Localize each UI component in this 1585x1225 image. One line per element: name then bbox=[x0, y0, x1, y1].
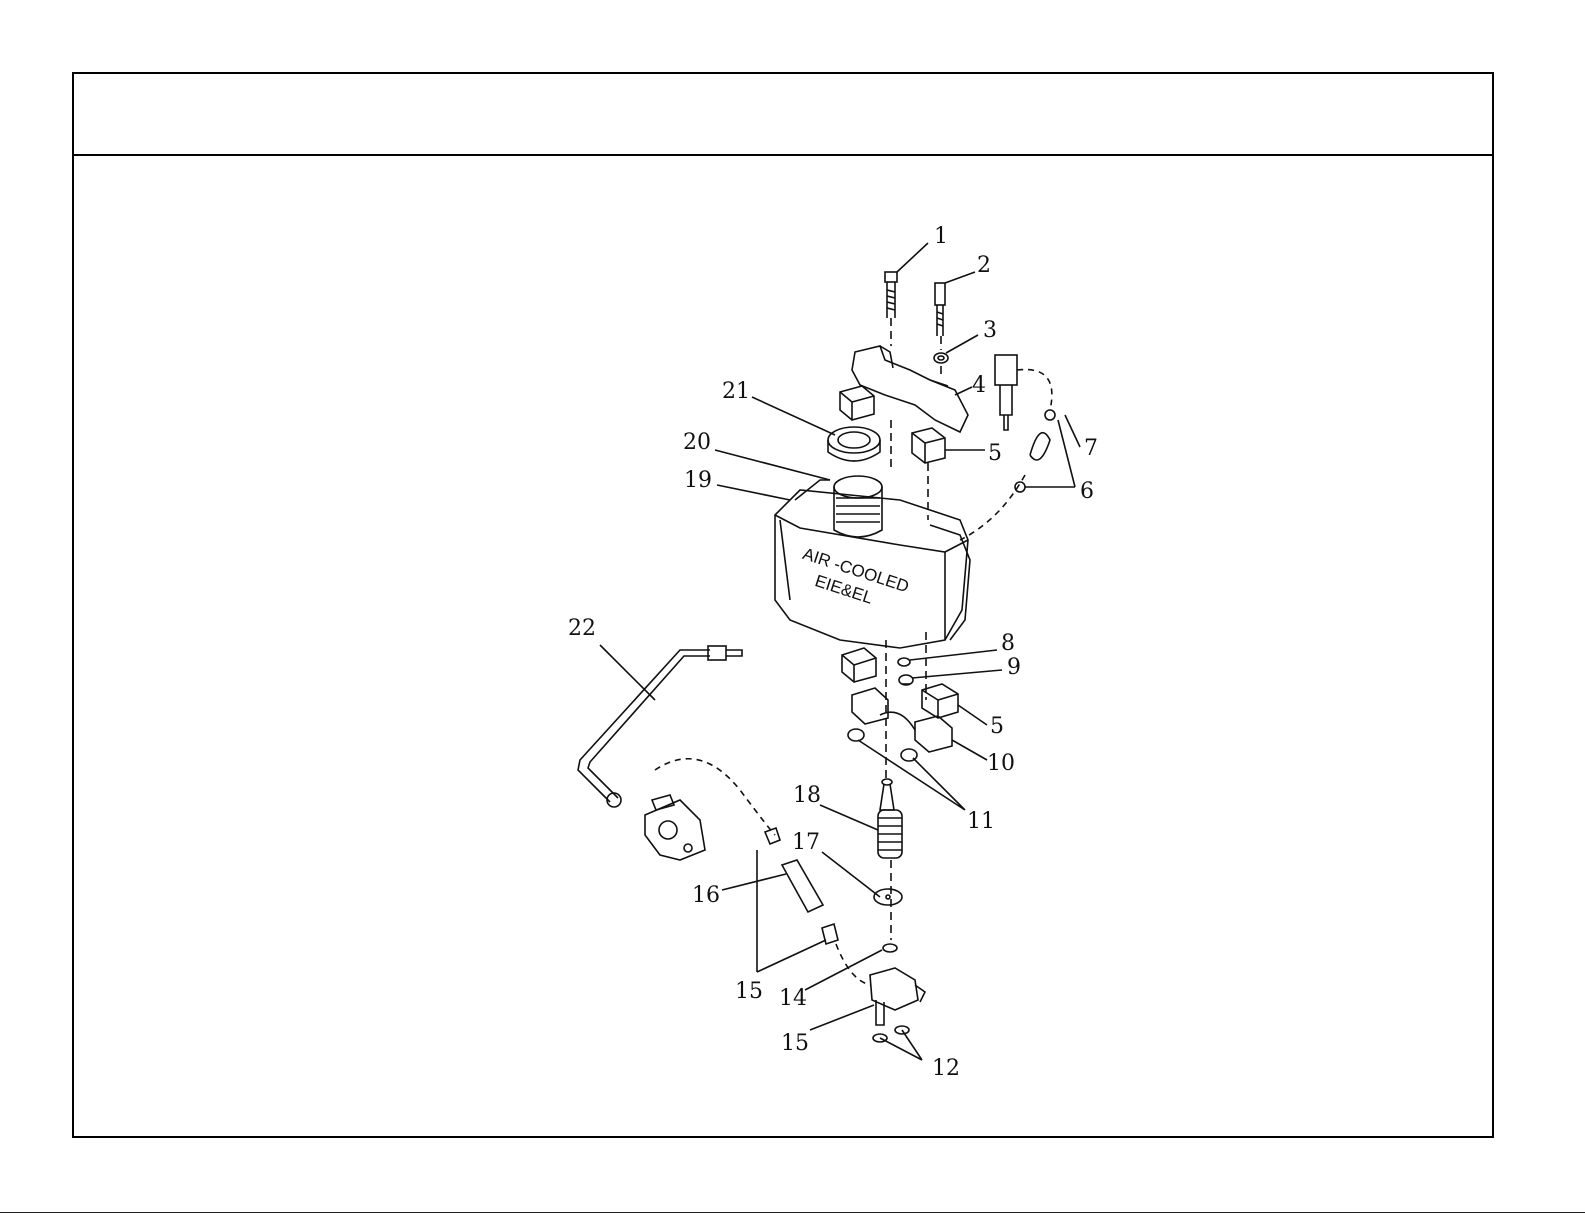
callout-14: 14 bbox=[779, 986, 807, 1011]
callout-15-left: 15 bbox=[735, 979, 763, 1004]
filter-neck-part-20 bbox=[834, 476, 882, 537]
callout-20: 20 bbox=[683, 430, 711, 455]
callout-18: 18 bbox=[793, 783, 821, 808]
fuel-cap-part-21 bbox=[828, 427, 880, 461]
rubber-block-lower-left bbox=[842, 648, 876, 682]
callout-11: 11 bbox=[967, 809, 995, 834]
fuel-gauge-part-7 bbox=[995, 355, 1050, 460]
bracket-part-4 bbox=[852, 346, 968, 432]
callout-5-lower: 5 bbox=[990, 714, 1004, 739]
callout-8: 8 bbox=[1001, 631, 1015, 656]
washer-part-8 bbox=[898, 658, 910, 666]
hose-clamps-part-6 bbox=[1015, 410, 1055, 492]
fuel-line-part-22 bbox=[578, 646, 742, 807]
callout-9: 9 bbox=[1007, 655, 1021, 680]
screw-part-9 bbox=[899, 675, 913, 685]
callout-22: 22 bbox=[568, 616, 596, 641]
callout-21: 21 bbox=[722, 379, 750, 404]
bracket-part-10 bbox=[852, 688, 952, 752]
washers-part-12 bbox=[873, 1026, 909, 1042]
callout-2: 2 bbox=[977, 253, 991, 278]
callout-1: 1 bbox=[934, 224, 948, 249]
callout-15-bottom: 15 bbox=[781, 1031, 809, 1056]
bolt-part-1 bbox=[885, 272, 897, 318]
gasket-part-17 bbox=[874, 889, 902, 905]
callout-12: 12 bbox=[932, 1056, 960, 1081]
fuel-valve bbox=[870, 968, 925, 1025]
callout-6: 6 bbox=[1080, 479, 1094, 504]
rubber-block-part-5-lower bbox=[922, 684, 958, 718]
filter-part-18 bbox=[878, 779, 902, 858]
callout-3: 3 bbox=[983, 318, 997, 343]
callout-5-top: 5 bbox=[988, 441, 1002, 466]
carburetor bbox=[645, 795, 705, 860]
rubber-block-part-5-top bbox=[912, 428, 945, 463]
callout-4: 4 bbox=[972, 373, 986, 398]
callout-7: 7 bbox=[1084, 436, 1098, 461]
o-ring-part-14 bbox=[883, 944, 897, 952]
callout-10: 10 bbox=[987, 751, 1015, 776]
rubber-block-upper-left bbox=[840, 386, 874, 420]
stud-part-2 bbox=[935, 283, 945, 336]
washer-part-3 bbox=[934, 353, 948, 363]
callout-16: 16 bbox=[692, 883, 720, 908]
callout-17: 17 bbox=[792, 830, 820, 855]
callout-19: 19 bbox=[684, 468, 712, 493]
